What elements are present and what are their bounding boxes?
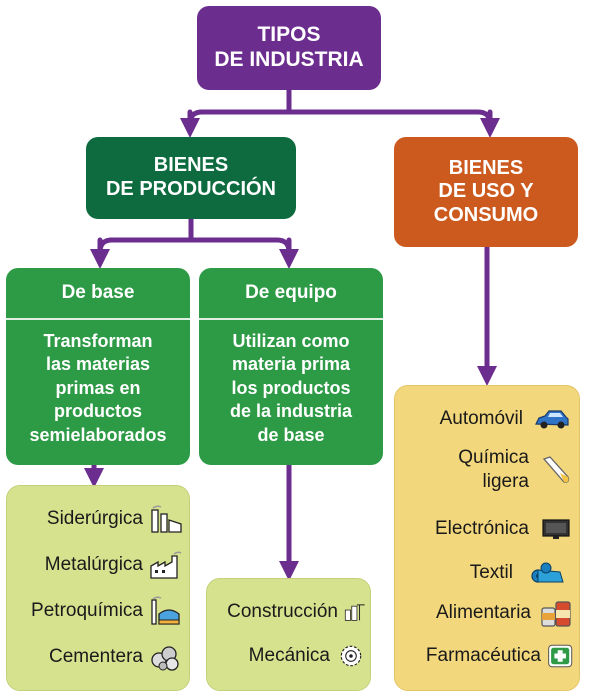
item-label: Electrónica xyxy=(435,517,529,541)
de-base-title: De base xyxy=(6,268,190,320)
item-label-line: Alimentaria xyxy=(435,602,531,624)
de-equipo-desc-line: de la industria xyxy=(229,401,353,422)
fabric-roll-icon xyxy=(531,562,564,583)
item-label: Química ligera xyxy=(458,446,529,494)
item-label: Mecánica xyxy=(248,645,330,667)
de-base-desc-line: primas en xyxy=(55,377,141,398)
steel-plant-icon xyxy=(151,505,182,533)
de-equipo-desc-line: Utilizan como xyxy=(232,331,350,351)
de-equipo-title: De equipo xyxy=(199,268,383,320)
building-crane-icon xyxy=(344,604,365,621)
de-equipo-desc-line: los productos xyxy=(231,377,351,398)
car-icon xyxy=(535,410,569,429)
de-base-desc-line: productos xyxy=(54,401,142,422)
test-tube-icon xyxy=(542,455,570,483)
list-item-textil: Textil xyxy=(470,558,575,588)
item-label: Construcción xyxy=(227,601,338,623)
de-equipo-desc-line: de base xyxy=(257,424,325,445)
root-node-tipos-de-industria: TIPOS DE INDUSTRIA xyxy=(197,6,381,90)
medical-cross-icon xyxy=(548,644,573,668)
item-label-line: Automóvil xyxy=(439,408,523,430)
de-base-desc-line: las materias xyxy=(45,354,151,375)
node-de-equipo: De equipo Utilizan como materia prima lo… xyxy=(199,268,383,465)
item-label-line: ligera xyxy=(482,470,529,492)
root-line-1: TIPOS xyxy=(257,23,321,47)
item-label: Cementera xyxy=(49,646,143,668)
buc-line-1: BIENES xyxy=(448,156,524,179)
item-label-line: Química xyxy=(458,447,529,468)
television-icon xyxy=(542,519,570,539)
list-item-mecanica: Mecánica xyxy=(249,641,366,671)
canned-food-icon xyxy=(541,601,571,627)
list-item-siderurgica: Siderúrgica xyxy=(47,504,183,534)
de-base-desc-line: Transforman xyxy=(43,331,153,351)
panel-de-base-industries: Siderúrgica Metalúrgica Petroquímica Cem… xyxy=(6,485,190,691)
panel-uso-y-consumo-industries: Automóvil Química ligera Electrónica xyxy=(394,385,580,691)
list-item-automovil: Automóvil xyxy=(440,404,575,434)
de-equipo-desc-line: materia prima xyxy=(231,354,351,375)
item-label: Petroquímica xyxy=(31,600,143,622)
item-label: Automóvil xyxy=(440,407,523,431)
list-item-electronica: Electrónica xyxy=(435,514,575,544)
item-label-line: Textil xyxy=(469,562,513,584)
de-base-description: Transforman las materias primas en produ… xyxy=(6,320,190,447)
node-de-base: De base Transforman las materias primas … xyxy=(6,268,190,465)
list-item-alimentaria: Alimentaria xyxy=(436,598,575,628)
list-item-cementera: Cementera xyxy=(49,642,183,672)
rocks-icon xyxy=(151,646,179,671)
list-item-petroquimica: Petroquímica xyxy=(31,596,183,626)
buc-line-2: DE USO Y xyxy=(438,180,534,203)
connector-bp xyxy=(97,216,292,255)
item-label: Farmacéutica xyxy=(426,644,541,668)
connector-root xyxy=(187,87,493,127)
list-item-metalurgica: Metalúrgica xyxy=(45,550,183,580)
list-item-farmaceutica: Farmacéutica xyxy=(426,641,575,671)
bp-line-2: DE PRODUCCIÓN xyxy=(105,178,276,200)
de-base-desc-line: semielaborados xyxy=(29,424,167,445)
node-bienes-de-uso-y-consumo: BIENES DE USO Y CONSUMO xyxy=(394,137,578,247)
node-bienes-de-produccion: BIENES DE PRODUCCIÓN xyxy=(86,137,296,219)
buc-line-3: CONSUMO xyxy=(433,203,539,226)
gear-icon xyxy=(340,645,362,667)
de-equipo-description: Utilizan como materia prima los producto… xyxy=(199,320,383,447)
item-label: Metalúrgica xyxy=(44,554,143,576)
panel-de-equipo-industries: Construcción Mecánica xyxy=(206,578,371,691)
factory-icon xyxy=(150,551,182,579)
item-label: Siderúrgica xyxy=(46,508,143,530)
bp-line-1: BIENES xyxy=(153,154,229,177)
list-item-quimica-ligera: Química ligera xyxy=(458,446,575,494)
list-item-construccion: Construcción xyxy=(227,597,366,627)
item-label-line: Farmacéutica xyxy=(425,645,541,667)
root-line-2: DE INDUSTRIA xyxy=(214,48,364,71)
item-label: Alimentaria xyxy=(436,601,531,625)
item-label-line: Electrónica xyxy=(435,518,529,540)
item-label: Textil xyxy=(470,561,513,585)
refinery-icon xyxy=(151,596,180,625)
